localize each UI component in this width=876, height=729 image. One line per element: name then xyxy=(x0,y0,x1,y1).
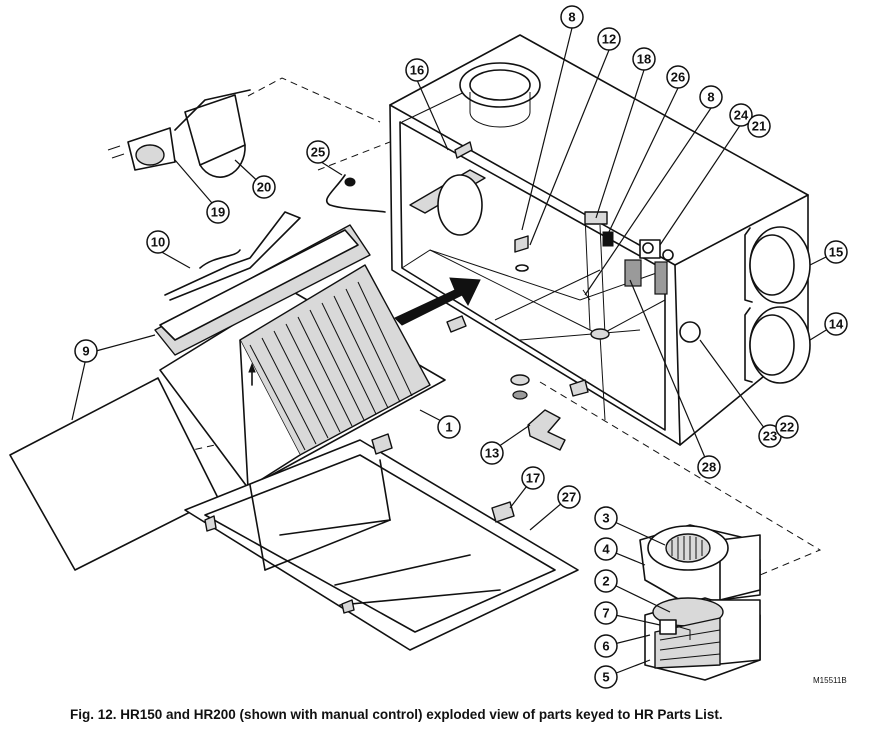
callout-23: 23 xyxy=(758,424,782,448)
callout-8: 8 xyxy=(560,5,584,29)
svg-text:21: 21 xyxy=(752,119,766,134)
callout-14: 14 xyxy=(824,312,848,336)
svg-text:13: 13 xyxy=(485,446,499,461)
callout-7: 7 xyxy=(594,601,618,625)
svg-text:19: 19 xyxy=(211,205,225,220)
heat-recovery-core xyxy=(159,264,446,489)
callout-1: 1 xyxy=(437,415,461,439)
svg-text:15: 15 xyxy=(829,245,843,260)
drain-fitting xyxy=(510,374,566,451)
callout-6: 6 xyxy=(594,634,618,658)
figure-caption: Fig. 12. HR150 and HR200 (shown with man… xyxy=(70,707,723,722)
svg-text:24: 24 xyxy=(734,108,749,123)
svg-text:3: 3 xyxy=(602,511,609,526)
svg-text:16: 16 xyxy=(410,63,424,78)
callout-4: 4 xyxy=(594,537,618,561)
svg-text:8: 8 xyxy=(568,10,575,25)
svg-text:5: 5 xyxy=(602,670,609,685)
callout-15: 15 xyxy=(824,240,848,264)
callout-17: 17 xyxy=(521,466,545,490)
callout-2: 2 xyxy=(594,569,618,593)
svg-text:28: 28 xyxy=(702,460,716,475)
base-frame xyxy=(184,439,579,651)
callout-16: 16 xyxy=(405,58,429,82)
svg-text:14: 14 xyxy=(829,317,844,332)
svg-text:22: 22 xyxy=(780,420,794,435)
blower-housing xyxy=(639,524,761,601)
callout-21: 21 xyxy=(747,114,771,138)
callout-22: 22 xyxy=(775,415,799,439)
svg-text:26: 26 xyxy=(671,70,685,85)
callout-12: 12 xyxy=(597,27,621,51)
damper-assembly xyxy=(107,89,251,178)
svg-text:12: 12 xyxy=(602,32,616,47)
callout-3: 3 xyxy=(594,506,618,530)
callout-18: 18 xyxy=(632,47,656,71)
svg-text:4: 4 xyxy=(602,542,610,557)
blower-motor xyxy=(644,597,761,681)
callout-24: 24 xyxy=(729,103,753,127)
callout-13: 13 xyxy=(480,441,504,465)
svg-text:17: 17 xyxy=(526,471,540,486)
svg-text:10: 10 xyxy=(151,235,165,250)
drawing-code: M15511B xyxy=(813,676,847,685)
svg-text:8: 8 xyxy=(707,90,714,105)
svg-text:1: 1 xyxy=(445,420,452,435)
callout-20: 20 xyxy=(252,175,276,199)
callout-9: 9 xyxy=(74,339,98,363)
callout-19: 19 xyxy=(206,200,230,224)
housing-cabinet xyxy=(389,34,811,446)
svg-text:25: 25 xyxy=(311,145,325,160)
direction-arrow xyxy=(394,277,481,326)
svg-text:27: 27 xyxy=(562,490,576,505)
callout-10: 10 xyxy=(146,230,170,254)
svg-text:2: 2 xyxy=(602,574,609,589)
callout-27: 27 xyxy=(557,485,581,509)
svg-text:20: 20 xyxy=(257,180,271,195)
sensor-cable xyxy=(325,174,386,213)
callout-5: 5 xyxy=(594,665,618,689)
mounting-pegs xyxy=(371,433,515,523)
callout-28: 28 xyxy=(697,455,721,479)
svg-text:9: 9 xyxy=(82,344,89,359)
filter-panel xyxy=(154,224,371,356)
callout-26: 26 xyxy=(666,65,690,89)
svg-text:23: 23 xyxy=(763,429,777,444)
svg-text:18: 18 xyxy=(637,52,651,67)
svg-text:7: 7 xyxy=(602,606,609,621)
filter-handle xyxy=(164,211,301,301)
callout-8-second: 8 xyxy=(699,85,723,109)
svg-text:6: 6 xyxy=(602,639,609,654)
callout-25: 25 xyxy=(306,140,330,164)
